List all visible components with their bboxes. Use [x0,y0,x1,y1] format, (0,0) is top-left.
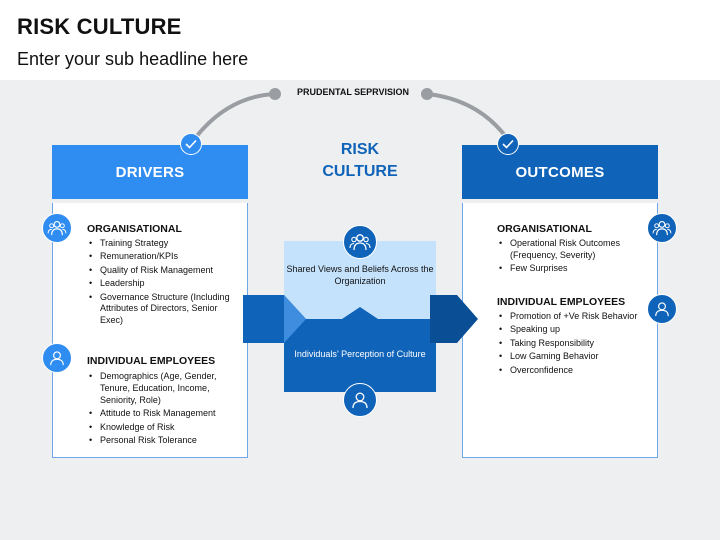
outcomes-header: OUTCOMES [462,145,658,199]
supervision-label: PRUDENTAL SEPRVISION [296,87,410,97]
drivers-ind-list: Demographics (Age, Gender, Tenure, Educa… [87,371,237,448]
list-item: Promotion of +Ve Risk Behavior [497,311,647,323]
list-item: Low Gaming Behavior [497,351,647,363]
list-item: Leadership [87,278,237,290]
shared-views-text: Shared Views and Beliefs Across the Orga… [286,264,434,286]
check-icon [180,133,202,155]
list-item: Training Strategy [87,238,237,250]
list-item: Few Surprises [497,263,647,275]
arc-right-dot [421,88,433,100]
person-icon [343,383,377,417]
list-item: Overconfidence [497,365,647,377]
lower-box-notch [342,307,378,319]
group-icon [343,225,377,259]
drivers-header: DRIVERS [52,145,248,199]
outcomes-ind-list: Promotion of +Ve Risk Behavior Speaking … [497,311,647,378]
list-item: Speaking up [497,324,647,336]
outcomes-org-title: ORGANISATIONAL [497,223,592,235]
arc-right-segment [426,92,508,139]
group-icon [647,213,677,243]
group-icon [42,213,72,243]
page-title: RISK CULTURE [17,14,182,39]
list-item: Governance Structure (Including Attribut… [87,292,237,328]
list-item: Knowledge of Risk [87,422,237,434]
center-title-line1: RISK [340,141,380,158]
list-item: Attitude to Risk Management [87,408,237,420]
arc-left-dot [269,88,281,100]
check-icon [497,133,519,155]
right-arrow [430,295,478,343]
perception-box [284,319,436,392]
list-item: Quality of Risk Management [87,265,237,277]
list-item: Demographics (Age, Gender, Tenure, Educa… [87,371,237,407]
person-icon [42,343,72,373]
left-arrow-tip [284,295,306,343]
list-item: Personal Risk Tolerance [87,435,237,447]
drivers-org-title: ORGANISATIONAL [87,223,182,235]
center-title: RISK CULTURE [290,139,430,182]
center-title-line2: CULTURE [322,162,398,180]
drivers-ind-title: INDIVIDUAL EMPLOYEES [87,355,216,367]
arc-left-segment [194,92,276,139]
list-item: Operational Risk Outcomes (Frequency, Se… [497,238,647,262]
drivers-org-list: Training Strategy Remuneration/KPIs Qual… [87,238,237,329]
page-subtitle: Enter your sub headline here [17,49,249,69]
perception-text: Individuals’ Perception of Culture [294,349,426,359]
outcomes-ind-title: INDIVIDUAL EMPLOYEES [497,296,626,308]
list-item: Taking Responsibility [497,338,647,350]
person-icon [647,294,677,324]
list-item: Remuneration/KPIs [87,251,237,263]
outcomes-org-list: Operational Risk Outcomes (Frequency, Se… [497,238,647,277]
